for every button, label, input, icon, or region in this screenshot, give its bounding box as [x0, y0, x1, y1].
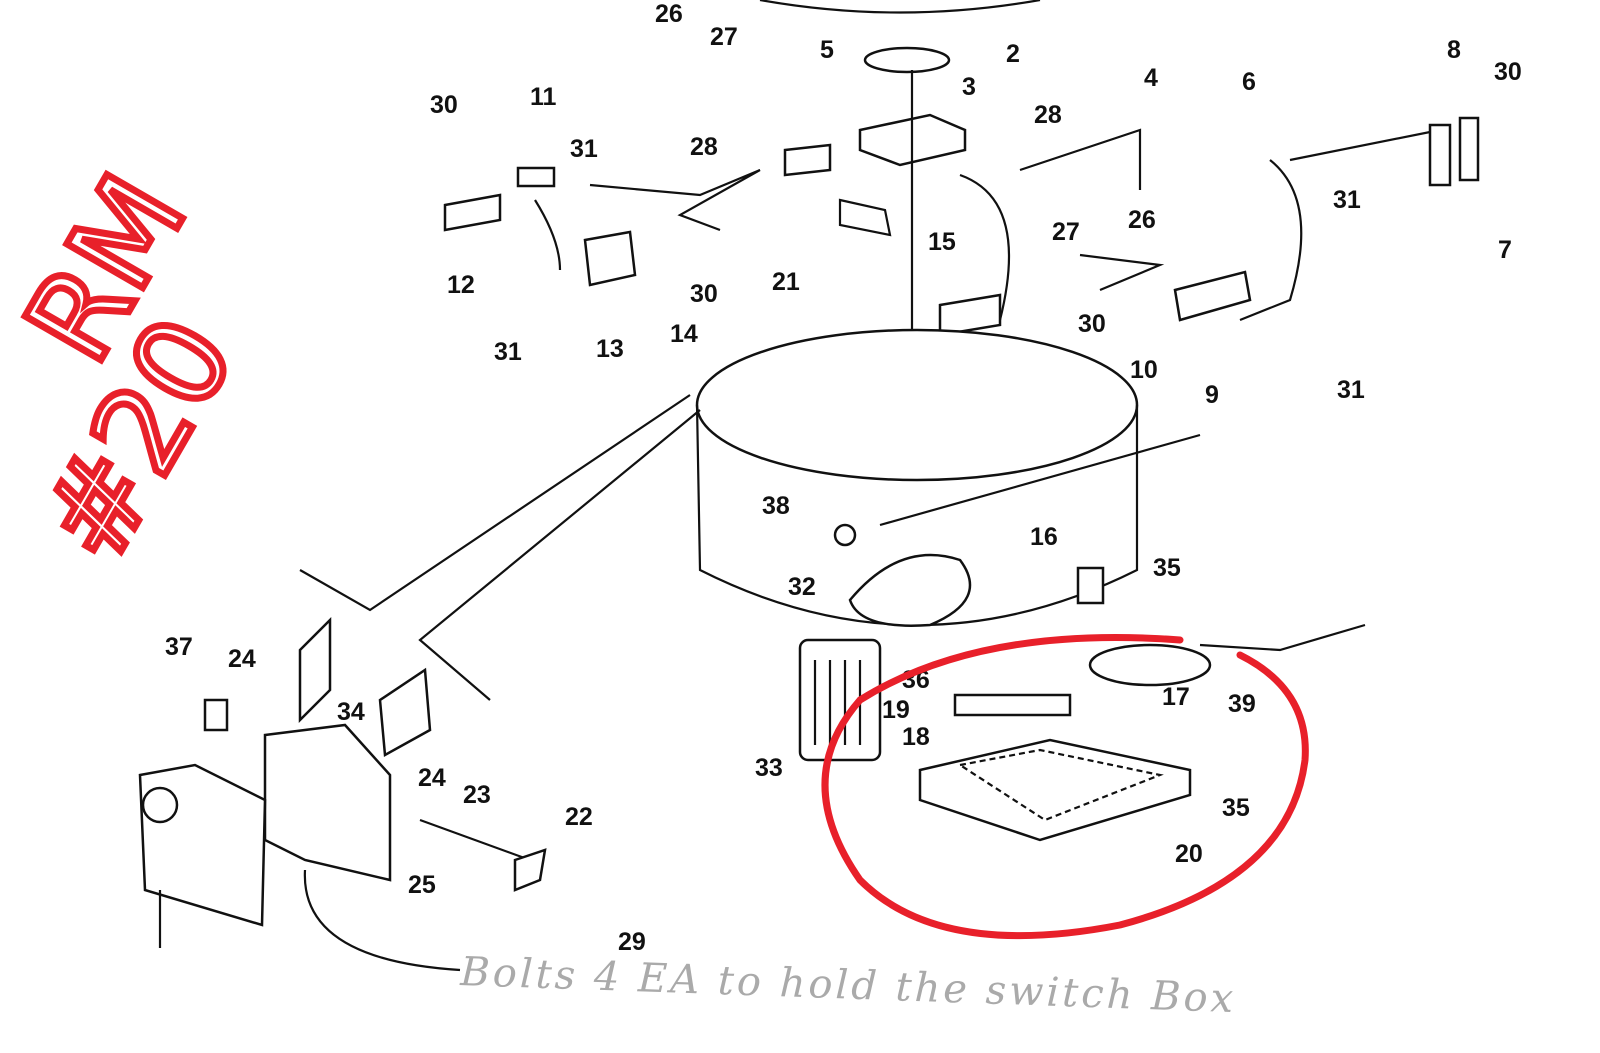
- part-label-30: 30: [1494, 58, 1522, 86]
- part-label-31: 31: [1337, 376, 1365, 404]
- part-label-24: 24: [418, 764, 446, 792]
- part-label-19: 19: [882, 696, 910, 724]
- part-label-31: 31: [494, 338, 522, 366]
- part-label-30: 30: [1078, 310, 1106, 338]
- part-label-20: 20: [1175, 840, 1203, 868]
- part-label-34: 34: [337, 698, 365, 726]
- part-label-28: 28: [1034, 101, 1062, 129]
- part-rod: [879, 433, 1201, 527]
- part-4-bracket: [1019, 128, 1142, 190]
- leader-bolts: [303, 869, 461, 972]
- handwritten-note: Bolts 4 EA to hold the switch Box: [459, 949, 1237, 1022]
- part-22-bracket: [513, 848, 547, 892]
- part-label-11: 11: [530, 83, 557, 111]
- part-arm-center: [949, 173, 1011, 332]
- part-label-37: 37: [165, 633, 193, 661]
- motor: [798, 638, 882, 762]
- part-label-3: 3: [962, 73, 976, 101]
- part-label-38: 38: [762, 492, 790, 520]
- part-20-tray: [918, 738, 1192, 842]
- part-label-15: 15: [928, 228, 956, 256]
- part-blade-lower: [838, 198, 892, 237]
- part-23-rod: [419, 818, 531, 862]
- part-11-clip: [516, 166, 556, 188]
- part-label-27: 27: [710, 23, 738, 51]
- part-label-29: 29: [618, 928, 646, 956]
- part-label-25: 25: [408, 871, 436, 899]
- part-label-27: 27: [1052, 218, 1080, 246]
- part-label-31: 31: [570, 135, 598, 163]
- part-label-4: 4: [1144, 64, 1158, 92]
- part-label-28: 28: [690, 133, 718, 161]
- part-label-30: 30: [690, 280, 718, 308]
- part-38-knob: [833, 523, 857, 547]
- part-5-plate: [783, 143, 832, 177]
- part-37-label: [203, 698, 229, 732]
- part-16-label: [1076, 566, 1105, 605]
- part-label-26: 26: [1128, 206, 1156, 234]
- part-14-blade: [583, 230, 637, 287]
- part-blade-center: [938, 293, 1002, 337]
- title-annotation: RM #20: [0, 150, 265, 588]
- part-2-cap: [863, 46, 951, 74]
- part-label-10: 10: [1130, 356, 1158, 384]
- part-label-35: 35: [1222, 794, 1250, 822]
- part-label-23: 23: [463, 781, 491, 809]
- part-label-22: 22: [565, 803, 593, 831]
- part-label-16: 16: [1030, 523, 1058, 551]
- part-label-32: 32: [788, 573, 816, 601]
- part-label-31: 31: [1333, 186, 1361, 214]
- part-19-bar: [953, 693, 1072, 717]
- part-arm-left: [534, 199, 562, 271]
- highlight-circle: [821, 634, 1309, 940]
- part-label-21: 21: [772, 268, 800, 296]
- part-8-plate: [1458, 116, 1480, 182]
- part-rod-right: [1289, 128, 1441, 162]
- leader-zigzag-left: [589, 168, 761, 232]
- part-34-housing: [263, 723, 392, 882]
- part-label-14: 14: [670, 320, 698, 348]
- part-label-39: 39: [1228, 690, 1256, 718]
- part-handle: [1199, 623, 1366, 652]
- part-ring: [1088, 643, 1212, 687]
- part-10-blade: [1173, 270, 1252, 322]
- part-label-35: 35: [1153, 554, 1181, 582]
- part-label-5: 5: [820, 36, 834, 64]
- part-label-26: 26: [655, 0, 683, 28]
- part-35-grid: [957, 748, 1164, 822]
- part-label-2: 2: [1006, 40, 1020, 68]
- part-label-30: 30: [430, 91, 458, 119]
- leader-zigzag-right: [1079, 253, 1165, 292]
- part-label-7: 7: [1498, 236, 1512, 264]
- part-label-13: 13: [596, 335, 624, 363]
- part-label-9: 9: [1205, 381, 1219, 409]
- part-21-bowl-top: [695, 328, 1139, 482]
- part-label-6: 6: [1242, 68, 1256, 96]
- part-label-17: 17: [1162, 683, 1190, 711]
- part-chute: [848, 553, 972, 627]
- part-bracket-right: [378, 667, 432, 758]
- part-bracket-left: [298, 616, 332, 724]
- part-arm-right: [1239, 159, 1303, 322]
- part-label-18: 18: [902, 723, 930, 751]
- top-dome: [759, 0, 1041, 14]
- switch-knob-icon: [141, 786, 179, 824]
- chute-left-line-2: [418, 409, 701, 701]
- part-label-33: 33: [755, 754, 783, 782]
- part-label-24: 24: [228, 645, 256, 673]
- part-label-8: 8: [1447, 36, 1461, 64]
- part-12-plate: [443, 193, 502, 232]
- part-label-12: 12: [447, 271, 475, 299]
- part-7-plate: [1428, 123, 1452, 187]
- chute-left-line: [299, 394, 691, 612]
